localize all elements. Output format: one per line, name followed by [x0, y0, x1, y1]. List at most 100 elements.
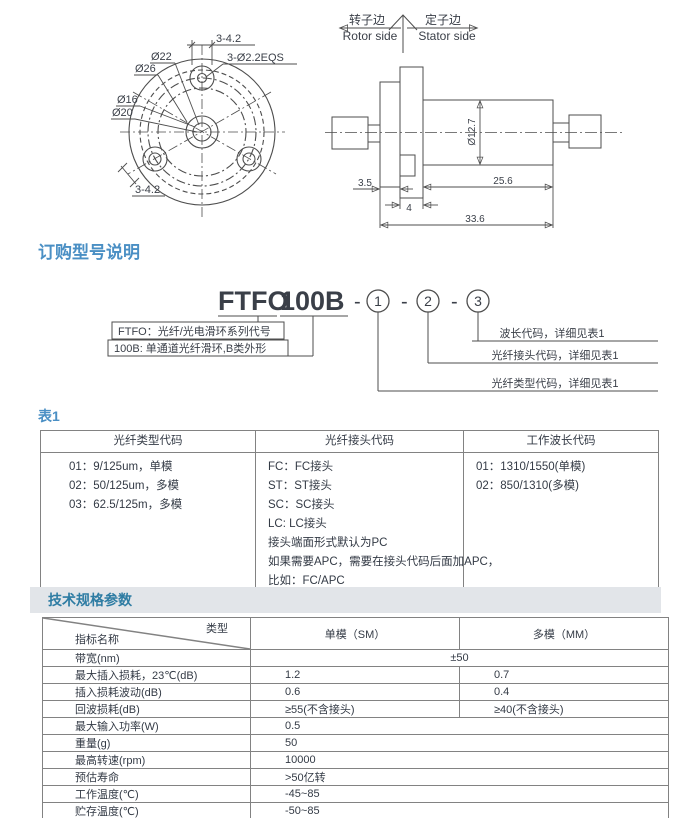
spec-value: -50~85: [250, 802, 669, 818]
spec-corner-type: 类型: [206, 623, 228, 635]
circled-digit-3: 3: [474, 293, 482, 309]
diagonal-divider: [43, 618, 250, 649]
callout-box-prefix: [111, 321, 285, 340]
model-code-diagram: FTFO 100B - - - 1 2 3: [107, 286, 658, 392]
table1-wavelength-cell: 01：1310/1550(单模) 02：850/1310(多模): [463, 452, 659, 596]
dim-d20: Ø20: [112, 107, 133, 119]
dim-d16: Ø16: [117, 94, 138, 106]
table1-header-row: 光纤类型代码 光纤接头代码 工作波长代码: [40, 430, 659, 453]
ear-bottom-left: [142, 146, 168, 172]
callout-base-label: 100B: 单通道光纤滑环,B类外形: [114, 341, 266, 355]
callout-connector-label: 光纤接头代码，详细见表1: [491, 348, 618, 362]
spec-row-operating-temp: 工作温度(℃) -45~85: [42, 785, 669, 803]
table1-body-row: 01：9/125um，单模 02：50/125um，多模 03：62.5/125…: [40, 452, 659, 596]
table1-header-wavelength: 工作波长代码: [463, 430, 659, 453]
ear-bottom-right: [236, 146, 262, 172]
spec-name: 带宽(nm): [42, 649, 251, 667]
callout-fiber-type-label: 光纤类型代码，详细见表1: [491, 376, 618, 390]
stator-label-en: Stator side: [418, 29, 476, 43]
hole-bottom-left: [148, 152, 162, 166]
table1-title: 表1: [38, 408, 60, 424]
spec-sm-value: 1.2: [250, 666, 460, 684]
spec-sm-value: ≥55(不含接头): [250, 700, 460, 718]
connector-option: FC：FC接头: [268, 461, 334, 473]
spec-row-storage-temp: 贮存温度(℃) -50~85: [42, 802, 669, 818]
spec-name: 工作温度(℃): [42, 785, 251, 803]
spec-value: >50亿转: [250, 768, 669, 786]
connector-option: LC: LC接头: [268, 518, 327, 530]
spec-row-insertion-loss: 最大插入损耗，23℃(dB) 1.2 0.7: [42, 666, 669, 684]
bolt-circle: [147, 77, 257, 187]
dim-3-5: 3.5: [358, 178, 372, 189]
spec-name: 插入损耗波动(dB): [42, 683, 251, 701]
spec-table: 类型 指标名称 单模（SM） 多模（MM） 带宽(nm) ±50 最大插入损耗，…: [42, 617, 669, 818]
centerline-diag2: [127, 91, 272, 175]
spec-mm-value: ≥40(不含接头): [459, 700, 669, 718]
dim-4: 4: [406, 203, 412, 214]
spec-section-title: 技术规格参数: [48, 592, 132, 608]
spec-value: 10000: [250, 751, 669, 769]
hole-bottom-right: [242, 152, 256, 166]
rotor-end-block: [331, 116, 369, 150]
spec-name: 最大输入功率(W): [42, 717, 251, 735]
centerline-diag1: [132, 91, 277, 175]
fiber-code-table: 光纤类型代码 光纤接头代码 工作波长代码 01：9/125um，单模 02：50…: [40, 430, 659, 596]
table1-header-fiber-type: 光纤类型代码: [40, 430, 256, 453]
model-prefix: FTFO: [218, 286, 288, 316]
dim-holes-bottom: 3-4.2: [135, 184, 160, 196]
wavelength-option: 02：850/1310(多模): [476, 480, 579, 492]
model-dash-2: -: [401, 291, 408, 313]
rotor-label-cn: 转子边: [349, 12, 385, 27]
spec-row-return-loss: 回波损耗(dB) ≥55(不含接头) ≥40(不含接头): [42, 700, 669, 718]
spec-row-max-power: 最大输入功率(W) 0.5: [42, 717, 669, 735]
table1-fiber-type-cell: 01：9/125um，单模 02：50/125um，多模 03：62.5/125…: [40, 452, 256, 596]
wavelength-option: 01：1310/1550(单模): [476, 461, 586, 473]
stator-label-cn: 定子边: [425, 12, 461, 27]
spec-row-loss-ripple: 插入损耗波动(dB) 0.6 0.4: [42, 683, 669, 701]
fiber-type-option: 01：9/125um，单模: [69, 461, 173, 473]
connector-option: SC：SC接头: [268, 499, 335, 511]
dim-33-6: 33.6: [465, 214, 485, 225]
spec-name: 最高转速(rpm): [42, 751, 251, 769]
spec-row-lifetime: 预估寿命 >50亿转: [42, 768, 669, 786]
callout-wavelength-label: 波长代码，详细见表1: [499, 326, 604, 340]
spec-name: 回波损耗(dB): [42, 700, 251, 718]
circled-digit-2: 2: [424, 293, 432, 309]
model-base: 100B: [280, 286, 345, 316]
connector-note: 如果需要APC，需要在接头代码后面加APC，: [268, 556, 500, 568]
table1-header-connector: 光纤接头代码: [255, 430, 464, 453]
spec-corner-cell: 类型 指标名称: [42, 617, 251, 650]
dim-d22: Ø22: [151, 51, 172, 63]
flange-notch: [399, 154, 416, 177]
rotor-shaft: [367, 124, 381, 143]
spec-value: ±50: [250, 649, 669, 667]
spec-value: 50: [250, 734, 669, 752]
dim-holes-eq: 3-Ø2.2EQS: [227, 52, 284, 64]
dim-25-6: 25.6: [493, 176, 513, 187]
spec-section-bar: 技术规格参数: [30, 587, 661, 613]
spec-value: -45~85: [250, 785, 669, 803]
spec-mm-value: 0.4: [459, 683, 669, 701]
callout-box-base: [107, 339, 289, 357]
spec-name: 贮存温度(℃): [42, 802, 251, 818]
spec-header-row: 类型 指标名称 单模（SM） 多模（MM）: [42, 617, 669, 650]
dim-d127: Ø12.7: [467, 118, 478, 146]
fiber-type-option: 02：50/125um，多模: [69, 480, 179, 492]
flange-plate-1: [379, 81, 401, 188]
rotor-label-en: Rotor side: [343, 29, 398, 43]
table1-connector-cell: FC：FC接头 ST：ST接头 SC：SC接头 LC: LC接头 接头端面形式默…: [255, 452, 500, 596]
spec-mm-value: 0.7: [459, 666, 669, 684]
fiber-type-option: 03：62.5/125m，多模: [69, 499, 183, 511]
connector-note: 比如：FC/APC: [268, 575, 345, 587]
spec-name: 重量(g): [42, 734, 251, 752]
spec-row-weight: 重量(g) 50: [42, 734, 669, 752]
spec-name: 最大插入损耗，23℃(dB): [42, 666, 251, 684]
spec-corner-name: 指标名称: [75, 634, 119, 646]
side-view-drawing: 转子边 Rotor side 定子边 Stator side Ø12.7 3.5…: [325, 12, 625, 233]
spec-sm-value: 0.6: [250, 683, 460, 701]
spec-col-singlemode: 单模（SM）: [250, 617, 460, 650]
dim-d26: Ø26: [135, 63, 156, 75]
model-dash-3: -: [451, 291, 458, 313]
spec-name: 预估寿命: [42, 768, 251, 786]
